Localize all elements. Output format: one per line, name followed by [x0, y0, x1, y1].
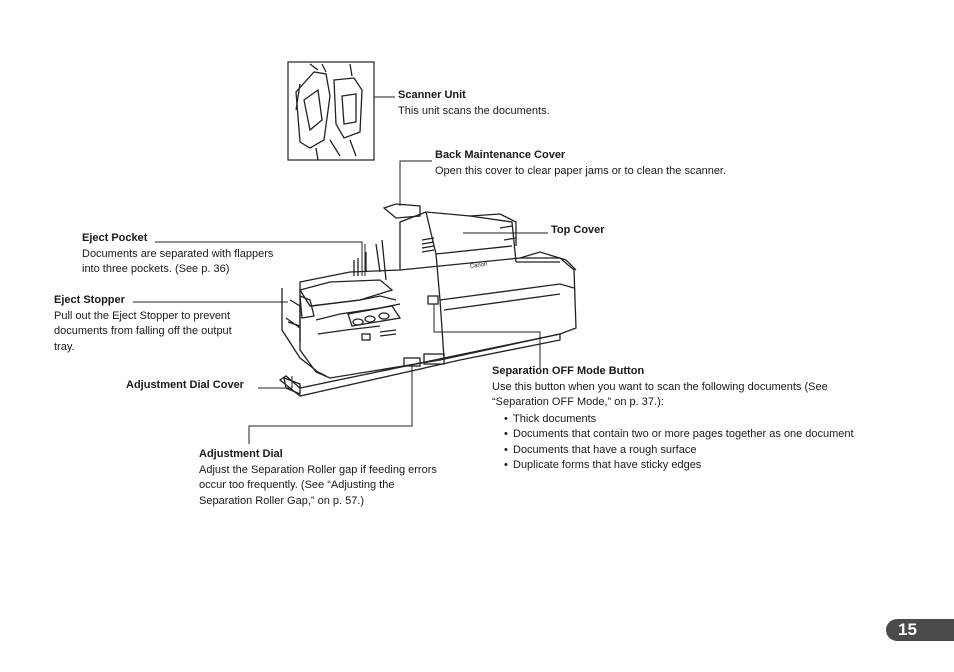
label-eject-stopper-title: Eject Stopper [54, 294, 125, 306]
sep-off-bullet: Documents that have a rough surface [504, 443, 854, 459]
label-eject-pocket-title: Eject Pocket [82, 232, 148, 244]
label-adj-dial-desc1: Adjust the Separation Roller gap if feed… [199, 463, 437, 476]
label-sep-off-desc1: Use this button when you want to scan th… [492, 380, 828, 393]
scanner-unit-inset [287, 61, 375, 161]
sep-off-bullet-list: Thick documents Documents that contain t… [492, 412, 854, 474]
label-adj-dial-desc3: Separation Roller Gap,” on p. 57.) [199, 494, 365, 507]
sep-off-bullet: Duplicate forms that have sticky edges [504, 458, 854, 474]
label-top-cover: Top Cover [551, 223, 605, 239]
leader-eject-pocket [155, 241, 363, 276]
scanner-body [278, 203, 577, 397]
leader-sep-off [433, 304, 541, 368]
label-eject-stopper-desc1: Pull out the Eject Stopper to prevent [54, 309, 231, 322]
label-eject-stopper-desc2: documents from falling off the output [54, 325, 232, 337]
label-adj-dial: Adjustment Dial Adjust the Separation Ro… [199, 447, 437, 509]
leader-adj-cover [258, 376, 293, 389]
sep-off-bullet: Thick documents [504, 412, 854, 428]
label-back-cover: Back Maintenance Cover Open this cover t… [435, 148, 726, 179]
sep-off-bullet: Documents that contain two or more pages… [504, 427, 854, 443]
scanner-brand-text: Canon [469, 262, 487, 270]
label-back-cover-title: Back Maintenance Cover [435, 149, 566, 161]
label-scanner-unit: Scanner Unit This unit scans the documen… [398, 88, 550, 119]
label-adj-dial-cover-title: Adjustment Dial Cover [126, 379, 244, 391]
label-back-cover-desc: Open this cover to clear paper jams or t… [435, 164, 727, 177]
label-eject-pocket-desc1: Documents are separated with flappers [82, 247, 274, 260]
leader-back-cover [399, 160, 432, 206]
label-scanner-unit-title: Scanner Unit [398, 89, 466, 101]
label-top-cover-title: Top Cover [551, 224, 605, 236]
label-adj-dial-cover: Adjustment Dial Cover [126, 378, 244, 394]
label-eject-stopper: Eject Stopper Pull out the Eject Stopper… [54, 293, 232, 355]
label-sep-off-title: Separation OFF Mode Button [492, 365, 645, 377]
label-eject-pocket: Eject Pocket Documents are separated wit… [82, 231, 273, 278]
label-scanner-unit-desc: This unit scans the documents. [398, 104, 550, 117]
page-number: 15 [886, 619, 954, 641]
label-sep-off-desc2: “Separation OFF Mode,” on p. 37.): [492, 396, 664, 408]
label-eject-pocket-desc2: into three pockets. (See p. 36) [82, 263, 230, 275]
label-sep-off: Separation OFF Mode Button Use this butt… [492, 364, 854, 474]
label-adj-dial-desc2: occur too frequently. (See “Adjusting th… [199, 479, 395, 491]
scanner-unit-inset-drawing [295, 63, 363, 161]
label-adj-dial-title: Adjustment Dial [199, 448, 283, 460]
label-eject-stopper-desc3: tray. [54, 340, 75, 353]
leader-adj-dial [248, 364, 413, 444]
